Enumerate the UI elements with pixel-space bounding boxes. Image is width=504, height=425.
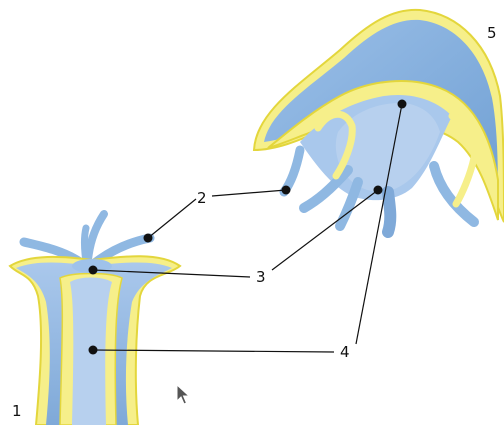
label-cavity: 4 [340, 345, 350, 360]
label-tentacles: 2 [197, 191, 207, 206]
mouse-pointer-icon [176, 384, 190, 406]
leader-line-3b [272, 190, 378, 270]
label-mouth: 3 [256, 270, 266, 285]
leader-line-2b [212, 190, 286, 196]
point-tentacle-medusa [282, 186, 291, 195]
point-mouth-medusa [374, 186, 383, 195]
label-organism-medusa: 5 [487, 26, 497, 41]
point-cavity-medusa [398, 100, 407, 109]
medusa [254, 10, 504, 232]
label-organism-polyp: 1 [12, 404, 22, 419]
point-mouth-polyp [89, 266, 98, 275]
leader-line-2a [148, 199, 196, 238]
point-tentacle-polyp [144, 234, 153, 243]
medusa-tentacle [388, 192, 390, 232]
point-cavity-polyp [89, 346, 98, 355]
polyp [10, 214, 180, 425]
polyp-tentacle [85, 228, 87, 262]
